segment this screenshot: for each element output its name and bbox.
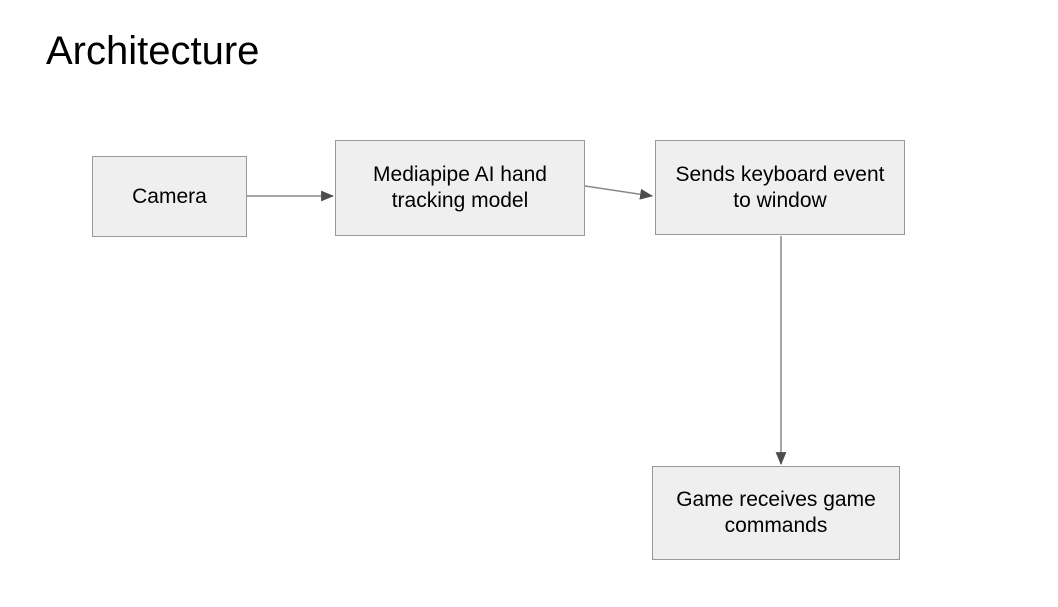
arrow-mediapipe-to-keyboard (584, 185, 654, 200)
node-game: Game receives game commands (652, 466, 900, 560)
node-camera-label: Camera (132, 184, 207, 208)
node-camera: Camera (92, 156, 247, 237)
node-mediapipe-label: Mediapipe AI hand tracking model (373, 163, 547, 212)
node-mediapipe: Mediapipe AI hand tracking model (335, 140, 585, 236)
node-keyboard-event-label: Sends keyboard event to window (675, 162, 885, 212)
node-keyboard-event: Sends keyboard event to window (655, 140, 905, 235)
page-title: Architecture (46, 29, 260, 73)
node-game-label: Game receives game commands (676, 488, 876, 537)
